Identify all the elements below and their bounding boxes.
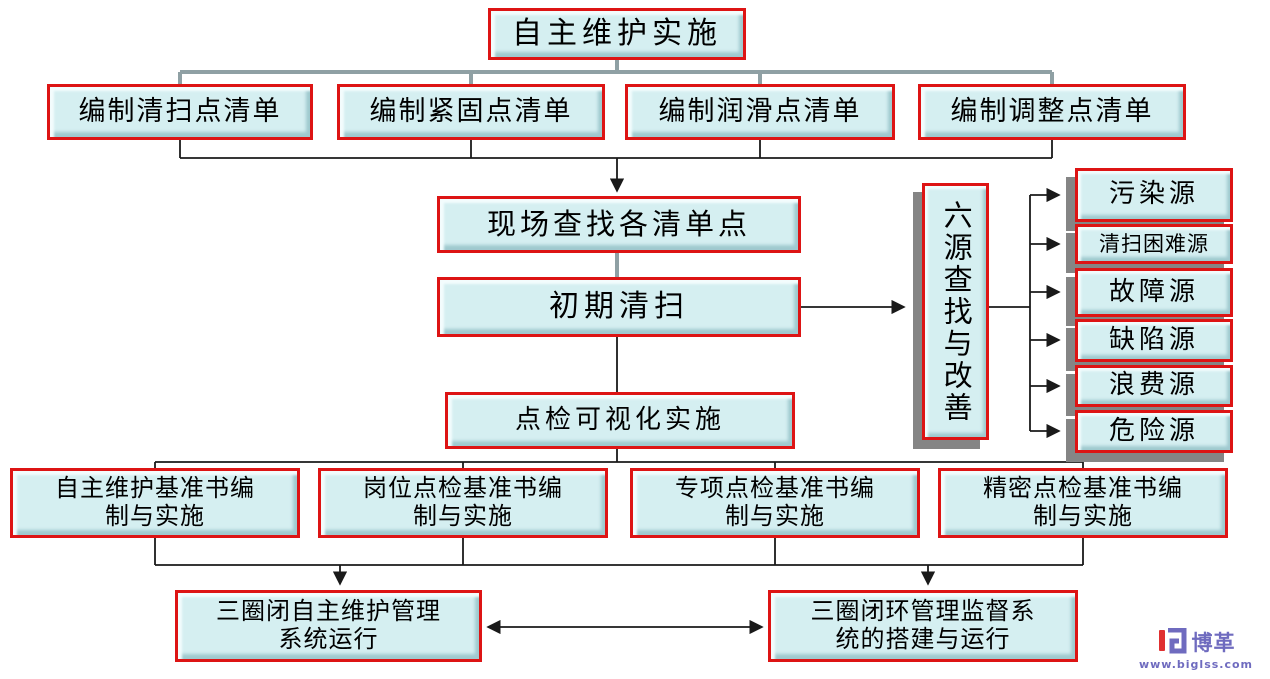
node-fastening-point-list: 编制紧固点清单: [337, 84, 605, 140]
logo-website: www.biglss.com: [1138, 658, 1254, 671]
node-label: 点检可视化实施: [514, 404, 725, 435]
node-six-source-search-improvement: 六源查找与改善: [922, 183, 989, 440]
node-label-line2: 统的搭建与运行: [835, 625, 1011, 653]
node-label: 危险源: [1108, 415, 1199, 446]
node-find-list-points: 现场查找各清单点: [437, 196, 801, 253]
node-label: 浪费源: [1108, 370, 1199, 401]
node-initial-cleaning: 初期清扫: [437, 277, 801, 337]
node-label: 缺陷源: [1108, 324, 1199, 355]
node-label-line2: 制与实施: [413, 502, 513, 530]
node-autonomous-maintenance-standard: 自主维护基准书编 制与实施: [10, 468, 300, 538]
node-label: 编制润滑点清单: [658, 96, 862, 128]
node-label-line1: 精密点检基准书编: [983, 474, 1183, 503]
biglss-logo: 博革 www.biglss.com: [1136, 627, 1256, 671]
node-label-line1: 三圈闭环管理监督系: [810, 597, 1036, 626]
node-label-line1: 专项点检基准书编: [675, 474, 875, 503]
node-label-line2: 系统运行: [278, 625, 379, 653]
node-label-line1: 自主维护基准书编: [55, 474, 255, 503]
node-post-inspection-standard: 岗位点检基准书编 制与实施: [318, 468, 608, 538]
node-three-loop-supervision-system: 三圈闭环管理监督系 统的搭建与运行: [768, 590, 1078, 662]
node-special-inspection-standard: 专项点检基准书编 制与实施: [630, 468, 920, 538]
node-label: 初期清扫: [549, 288, 689, 324]
node-autonomous-maintenance: 自主维护实施: [488, 8, 746, 60]
node-failure-source: 故障源: [1075, 268, 1233, 317]
node-waste-source: 浪费源: [1075, 365, 1233, 407]
node-label-line2: 制与实施: [1033, 502, 1133, 530]
node-inspection-visualization: 点检可视化实施: [445, 392, 795, 449]
node-label: 污染源: [1108, 179, 1199, 210]
node-defect-source: 缺陷源: [1075, 319, 1233, 362]
node-label: 六源查找与改善: [939, 199, 974, 424]
biglss-logo-icon: [1158, 628, 1186, 654]
node-adjustment-point-list: 编制调整点清单: [918, 84, 1186, 140]
node-label: 故障源: [1108, 276, 1199, 307]
node-pollution-source: 污染源: [1075, 168, 1233, 222]
logo-brand-text: 博革: [1191, 631, 1236, 655]
node-danger-source: 危险源: [1075, 410, 1233, 453]
node-three-loop-maintenance-system: 三圈闭自主维护管理 系统运行: [175, 590, 482, 662]
node-label: 现场查找各清单点: [486, 206, 751, 241]
node-label: 编制清扫点清单: [78, 96, 282, 128]
node-label: 清扫困难源: [1099, 231, 1209, 256]
node-label-line2: 制与实施: [725, 502, 825, 530]
node-label-line2: 制与实施: [105, 502, 205, 530]
node-label: 自主维护实施: [512, 15, 722, 51]
node-cleaning-point-list: 编制清扫点清单: [47, 84, 313, 140]
node-precision-inspection-standard: 精密点检基准书编 制与实施: [938, 468, 1228, 538]
node-label-line1: 岗位点检基准书编: [363, 474, 563, 503]
node-cleaning-difficulty-source: 清扫困难源: [1075, 224, 1233, 264]
node-label: 编制调整点清单: [950, 96, 1154, 128]
node-lubrication-point-list: 编制润滑点清单: [625, 84, 895, 140]
node-label: 编制紧固点清单: [369, 96, 573, 128]
node-label-line1: 三圈闭自主维护管理: [216, 597, 441, 626]
